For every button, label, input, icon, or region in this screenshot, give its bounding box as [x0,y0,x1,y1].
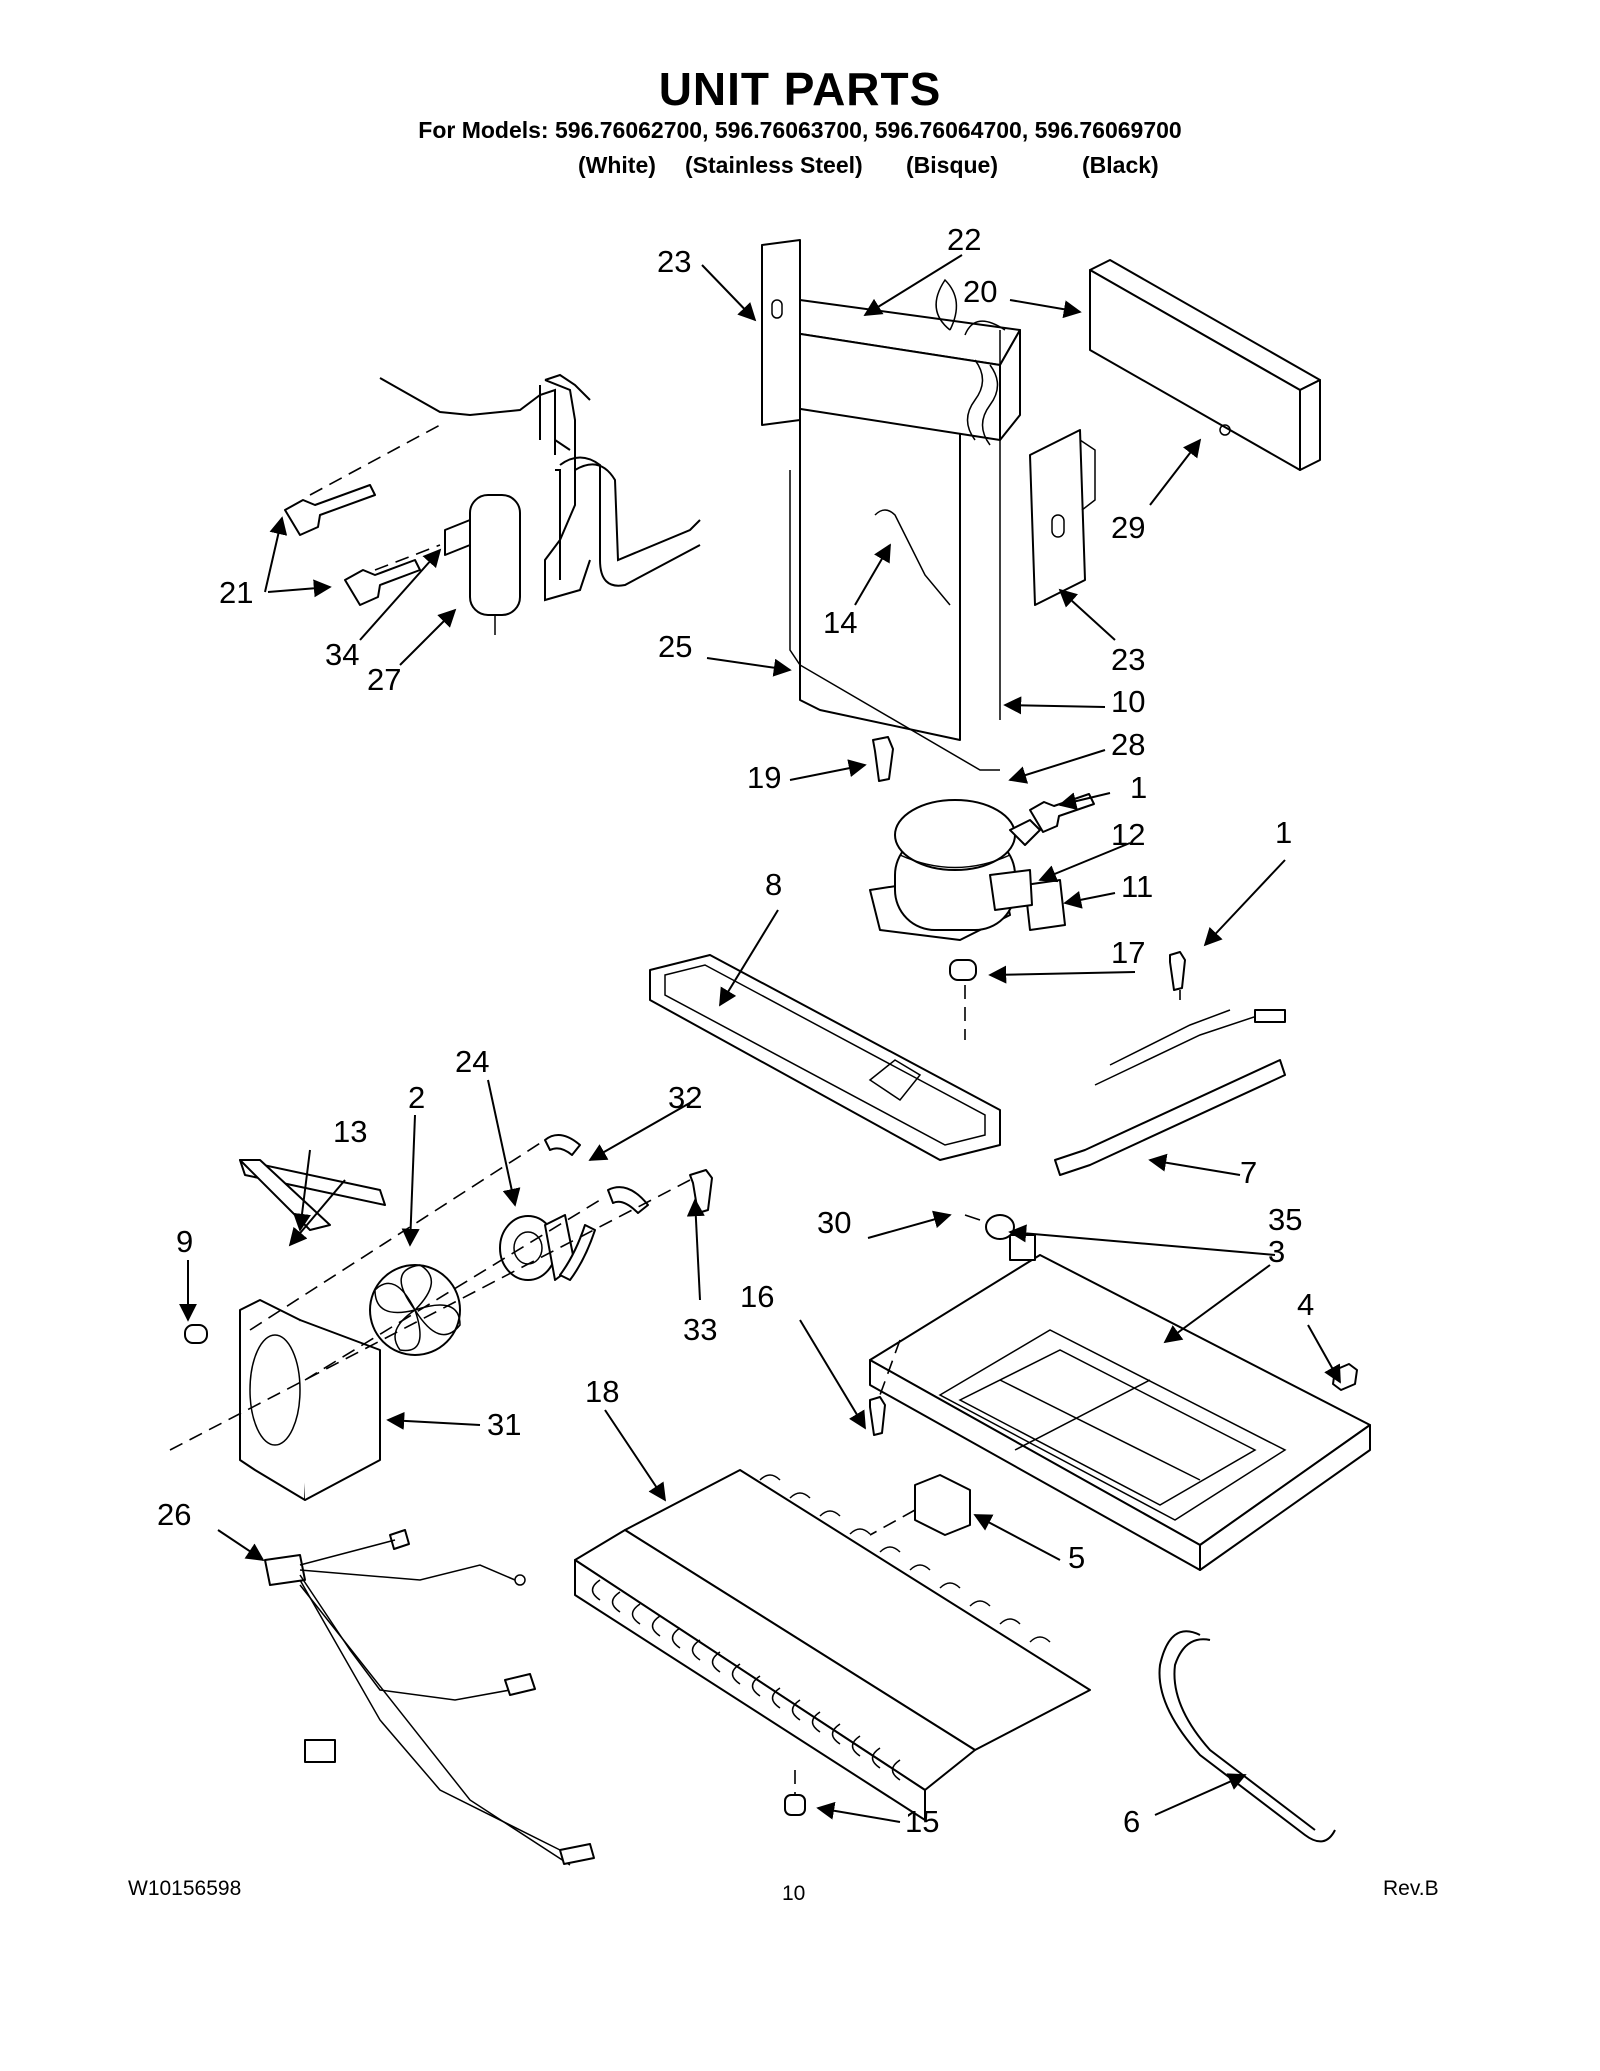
compressor-assembly [869,736,1095,1040]
finish-white: (White) [578,152,656,178]
callout-1-compressor: 1 [1130,770,1147,805]
callout-24: 24 [455,1044,489,1079]
evaporator-assembly [761,239,1321,771]
wire-harness-7 [1054,951,1286,1176]
callout-34: 34 [325,637,359,672]
drain-pan [649,954,1001,1161]
callout-14: 14 [823,605,857,640]
revision: Rev.B [1383,1877,1439,1900]
wire-harness-26 [264,1529,595,1866]
callout-20: 20 [963,274,997,309]
models-line: For Models: 596.76062700, 596.76063700, … [418,117,1182,143]
finish-black: (Black) [1082,152,1159,178]
callout-23-right: 23 [1111,642,1145,677]
callout-25: 25 [658,629,692,664]
callout-21: 21 [219,575,253,610]
callout-33: 33 [683,1312,717,1347]
callout-26: 26 [157,1497,191,1532]
callout-15: 15 [905,1804,939,1839]
callout-12: 12 [1111,817,1145,852]
callout-7: 7 [1240,1155,1257,1190]
drier-tubing-assembly [284,373,701,635]
callout-9: 9 [176,1224,193,1259]
callout-27: 27 [367,662,401,697]
callout-2: 2 [408,1080,425,1115]
callout-labels: 23 22 20 29 23 14 25 10 28 19 1 12 1 11 … [157,222,1314,1839]
callout-4: 4 [1297,1287,1314,1322]
callout-23-left: 23 [657,244,691,279]
callout-22: 22 [947,222,981,257]
callout-17: 17 [1111,935,1145,970]
finish-bisque: (Bisque) [906,152,998,178]
leader-lines [179,254,1341,1823]
callout-35: 35 [1268,1202,1302,1237]
callout-10: 10 [1111,684,1145,719]
callout-3: 3 [1268,1234,1285,1269]
callout-18: 18 [585,1374,619,1409]
tube-6 [1158,1630,1336,1843]
callout-29: 29 [1111,510,1145,545]
callout-30: 30 [817,1205,851,1240]
callout-32: 32 [668,1080,702,1115]
callout-6: 6 [1123,1804,1140,1839]
callout-31: 31 [487,1407,521,1442]
page-title: UNIT PARTS [658,63,942,115]
condenser-coil [574,1469,1091,1821]
condenser-fan-assembly [169,1134,713,1501]
document-number: W10156598 [128,1877,242,1900]
callout-11: 11 [1121,869,1153,904]
callout-13: 13 [333,1114,367,1149]
callout-19: 19 [747,760,781,795]
callout-5: 5 [1068,1540,1085,1575]
page-number: 10 [782,1882,806,1905]
callout-28: 28 [1111,727,1145,762]
callout-1-right: 1 [1275,815,1292,850]
callout-16: 16 [740,1279,774,1314]
base-plate [869,1214,1371,1571]
callout-8: 8 [765,867,782,902]
finish-stainless-steel: (Stainless Steel) [685,152,863,178]
